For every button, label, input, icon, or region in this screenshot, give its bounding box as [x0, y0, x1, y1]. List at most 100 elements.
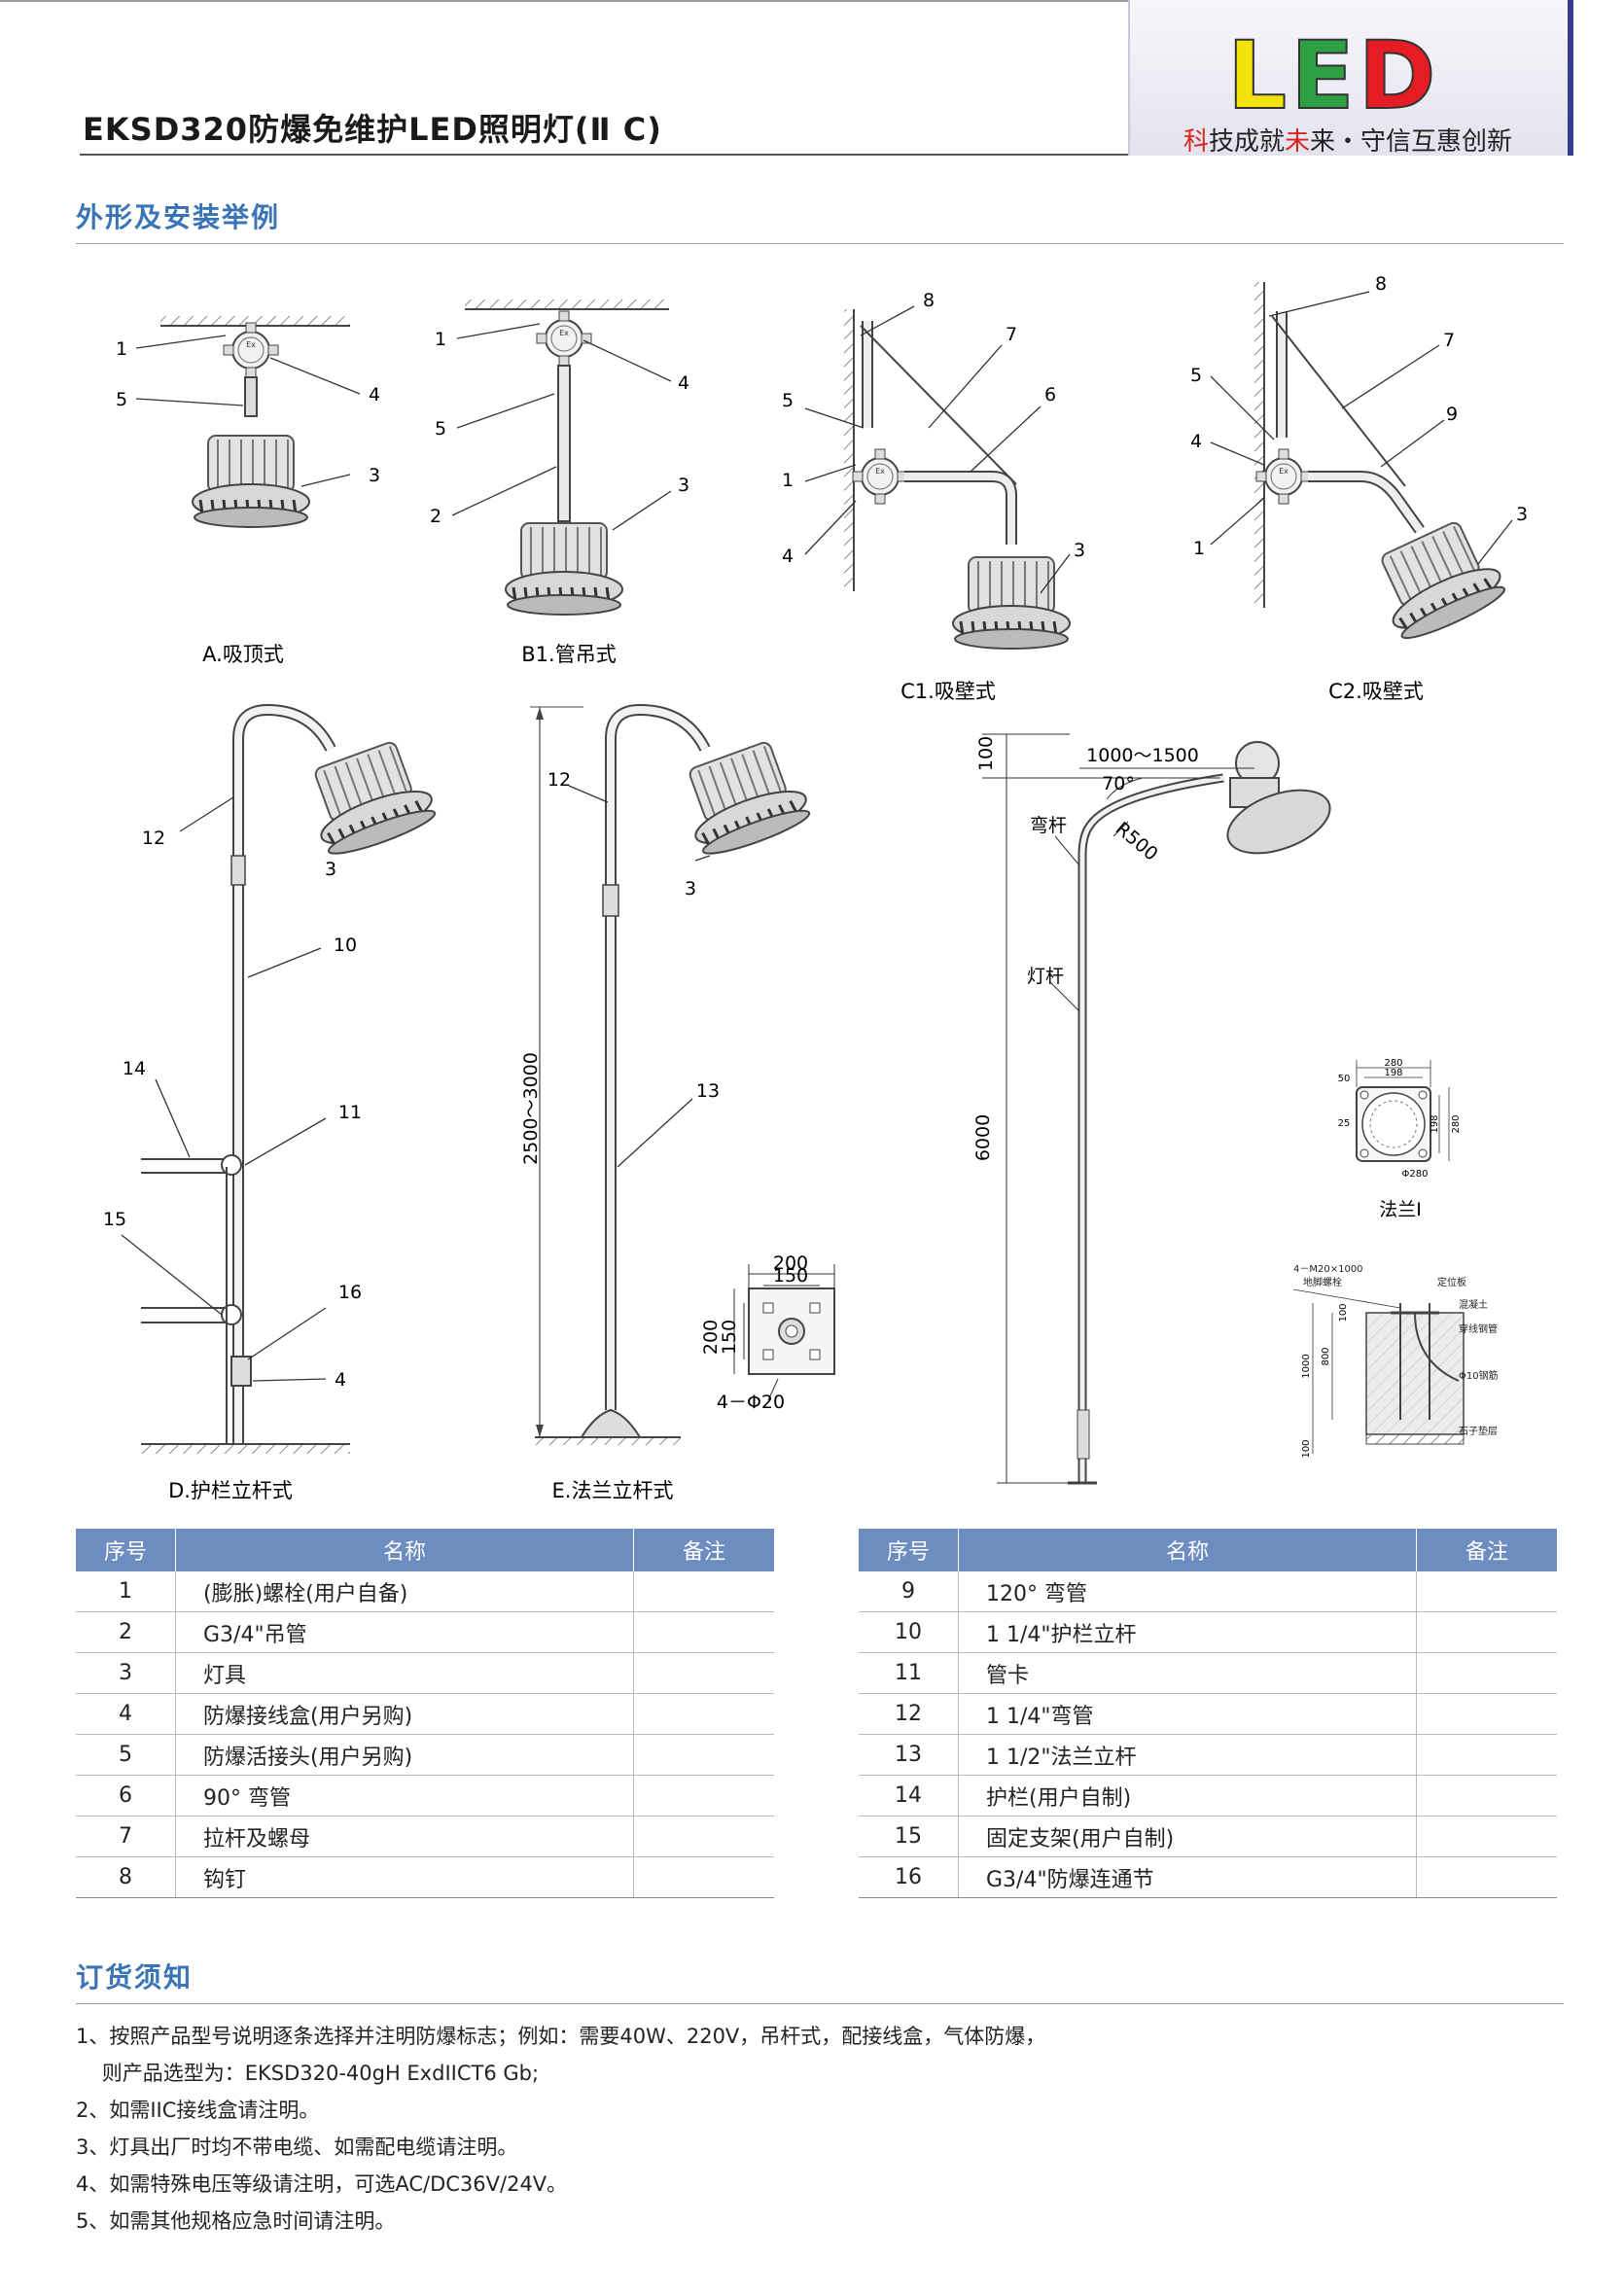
- svg-text:13: 13: [696, 1080, 720, 1102]
- row-name: 固定支架(用户自制): [958, 1816, 1417, 1857]
- row-number: 1: [76, 1571, 176, 1612]
- svg-text:4: 4: [335, 1369, 346, 1391]
- diagram-flange-detail: 280 198 50 25 198 280 Φ280 法兰Ⅰ: [1338, 1058, 1462, 1220]
- found-gravel: 石子垫层: [1459, 1425, 1498, 1437]
- install-section-title: 外形及安装举例: [76, 201, 281, 233]
- found-100a: 100: [1338, 1303, 1349, 1322]
- svg-text:3: 3: [325, 859, 336, 880]
- diagram-c1-wall: 8 7 6 5 1 4 3 C1.吸壁式: [782, 290, 1085, 703]
- svg-text:10: 10: [334, 935, 357, 956]
- row-name: G3/4"防爆连通节: [958, 1856, 1417, 1898]
- col-name: 名称: [958, 1529, 1417, 1571]
- note-line: 2、如需IIC接线盒请注明。: [76, 2099, 320, 2122]
- svg-text:3: 3: [685, 878, 696, 900]
- row-note: [1416, 1571, 1557, 1612]
- row-note: [1416, 1816, 1557, 1857]
- svg-text:7: 7: [1443, 330, 1455, 351]
- flange-50: 50: [1338, 1074, 1351, 1084]
- diagram-b1-pipe: 1 5 4 2 3 B1.管吊式: [430, 300, 689, 666]
- row-note: [633, 1652, 774, 1694]
- found-plate: 定位板: [1437, 1276, 1466, 1288]
- row-number: 6: [76, 1775, 176, 1817]
- logo-accent-bar: [1568, 0, 1573, 156]
- section-divider: [76, 2003, 1564, 2004]
- pole-angle-dim: 70°: [1102, 773, 1135, 794]
- svg-text:6: 6: [1044, 384, 1056, 406]
- note-line: 5、如需其他规格应急时间请注明。: [76, 2209, 396, 2233]
- flange-25: 25: [1338, 1118, 1351, 1129]
- svg-text:12: 12: [547, 769, 571, 791]
- svg-text:8: 8: [1375, 273, 1387, 295]
- row-name: 1 1/2"法兰立杆: [958, 1734, 1417, 1776]
- table-header-row: 序号 名称 备注: [76, 1529, 774, 1571]
- svg-text:9: 9: [1446, 404, 1458, 425]
- pole-top-dim: 100: [975, 736, 997, 771]
- svg-text:3: 3: [678, 475, 689, 496]
- caption-c2: C2.吸壁式: [1328, 680, 1424, 703]
- svg-text:7: 7: [1006, 324, 1017, 345]
- logo-slogan: 科技成就未来・守信互惠创新: [1183, 122, 1512, 158]
- pole-arm-dim: 1000～1500: [1086, 745, 1199, 766]
- row-name: 管卡: [958, 1652, 1417, 1694]
- flange-phi: Φ280: [1402, 1169, 1429, 1180]
- pole-radius-dim: R500: [1112, 818, 1162, 865]
- row-number: 12: [859, 1693, 959, 1735]
- row-name: 灯具: [175, 1652, 634, 1694]
- row-name: 护栏(用户自制): [958, 1775, 1417, 1817]
- flange-198-v: 198: [1430, 1114, 1440, 1133]
- note-line: 4、如需特殊电压等级请注明，可选AC/DC36V/24V。: [76, 2172, 568, 2196]
- slogan-part-3: 未: [1285, 127, 1311, 157]
- caption-c1: C1.吸壁式: [900, 680, 996, 703]
- row-note: [633, 1611, 774, 1653]
- row-number: 14: [859, 1775, 959, 1817]
- row-note: [633, 1571, 774, 1612]
- row-name: G3/4"吊管: [175, 1611, 634, 1653]
- svg-text:5: 5: [116, 389, 127, 410]
- row-name: 钩钉: [175, 1856, 634, 1898]
- note-line: 则产品选型为：EKSD320-40gH ExdIICT6 Gb;: [76, 2062, 540, 2085]
- page-title: EKSD320防爆免维护LED照明灯(Ⅱ C): [83, 111, 662, 148]
- svg-text:3: 3: [1074, 540, 1085, 561]
- row-note: [633, 1816, 774, 1857]
- caption-b1: B1.管吊式: [521, 643, 616, 666]
- row-note: [1416, 1611, 1557, 1653]
- slogan-part-4: 来・守信互惠创新: [1310, 127, 1513, 157]
- logo-letter-l: L: [1226, 21, 1291, 130]
- found-100b: 100: [1301, 1439, 1312, 1458]
- caption-d: D.护栏立杆式: [168, 1479, 293, 1502]
- note-line: 1、按照产品型号说明逐条选择并注明防爆标志；例如：需要40W、220V，吊杆式，…: [76, 2025, 1046, 2048]
- diagram-c2-wall: 8 7 9 5 4 1 3 C2.吸壁式: [1190, 273, 1528, 703]
- slogan-part-1: 科: [1183, 127, 1210, 157]
- order-section-title: 订货须知: [76, 1961, 194, 1993]
- diagram-street-pole: 100 1000～1500 70° R500 弯杆 灯杆 6000: [972, 733, 1331, 1485]
- slogan-part-2: 技成就: [1209, 127, 1286, 157]
- row-number: 8: [76, 1856, 176, 1898]
- svg-text:1: 1: [1193, 538, 1205, 559]
- row-number: 15: [859, 1816, 959, 1857]
- row-note: [633, 1856, 774, 1898]
- svg-text:12: 12: [142, 828, 165, 849]
- pole-label: 灯杆: [1027, 966, 1064, 987]
- pole-height-dim: 6000: [972, 1114, 994, 1161]
- row-name: 120° 弯管: [958, 1571, 1417, 1612]
- logo-letter-e: E: [1289, 21, 1359, 130]
- col-name: 名称: [175, 1529, 634, 1571]
- caption-flange: 法兰Ⅰ: [1379, 1199, 1422, 1220]
- brand-logo-block: LED 科技成就未来・守信互惠创新: [1128, 0, 1573, 158]
- order-notes: 1、按照产品型号说明逐条选择并注明防爆标志；例如：需要40W、220V，吊杆式，…: [76, 2018, 1045, 2240]
- svg-text:16: 16: [338, 1282, 362, 1303]
- svg-text:4: 4: [369, 384, 380, 406]
- svg-text:5: 5: [782, 390, 794, 411]
- e-height-dim: 2500～3000: [520, 1052, 542, 1165]
- row-note: [1416, 1734, 1557, 1776]
- row-name: (膨胀)螺栓(用户自备): [175, 1571, 634, 1612]
- svg-text:2: 2: [430, 506, 441, 527]
- row-number: 2: [76, 1611, 176, 1653]
